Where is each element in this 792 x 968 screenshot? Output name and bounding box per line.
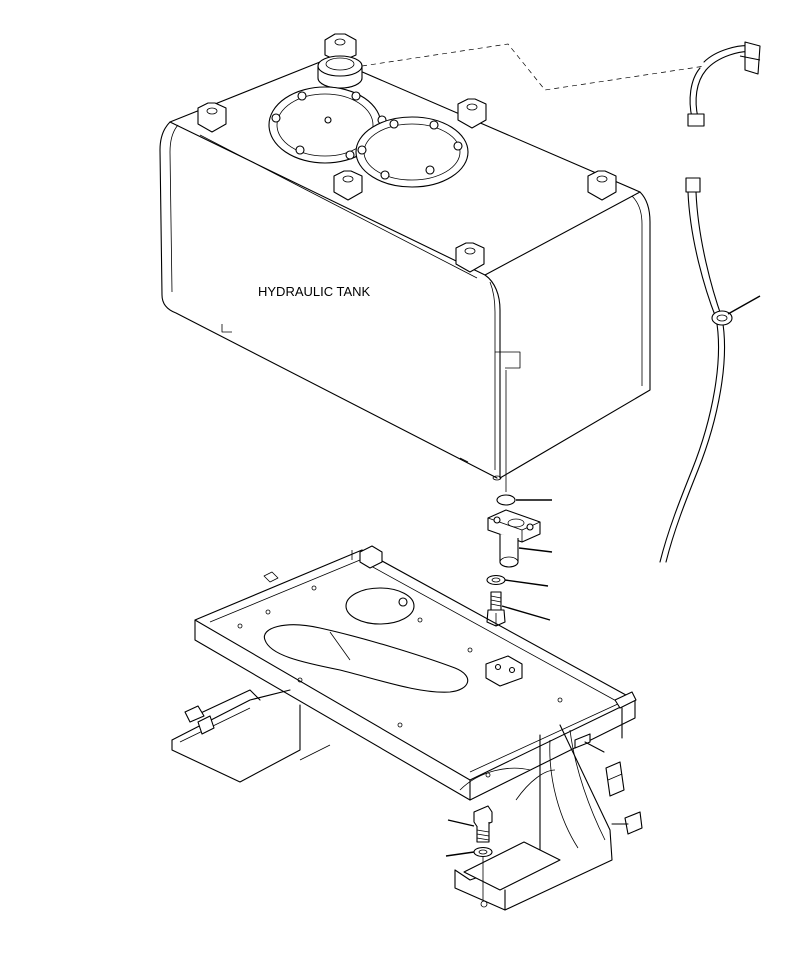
tank-lug [197,102,227,133]
hydraulic-tank: HYDRAULIC TANK [159,33,651,492]
inspection-cover [355,116,469,188]
callout-leader [445,851,475,857]
tank-label: HYDRAULIC TANK [258,284,371,299]
washer [486,574,506,586]
callout-leader [504,579,549,587]
tank-lug [333,170,363,201]
tank-lug [324,33,357,63]
phantom-line [361,43,706,91]
callout-leader [727,295,761,315]
callout-leader [518,547,553,553]
filler-cap [317,55,363,89]
tank-lug [587,170,617,201]
callout-leader [501,605,551,621]
mounting-bolt [473,805,493,843]
inspection-cover [268,86,387,164]
bolt [486,591,506,627]
mounting-frame [171,545,643,911]
mounting-washer [473,846,493,858]
breather-hose [659,41,761,563]
tank-lug [455,242,485,273]
callout-leader [447,819,475,827]
tank-lug [457,98,487,129]
suction-pipe-flange [487,509,541,568]
o-ring [496,494,516,506]
